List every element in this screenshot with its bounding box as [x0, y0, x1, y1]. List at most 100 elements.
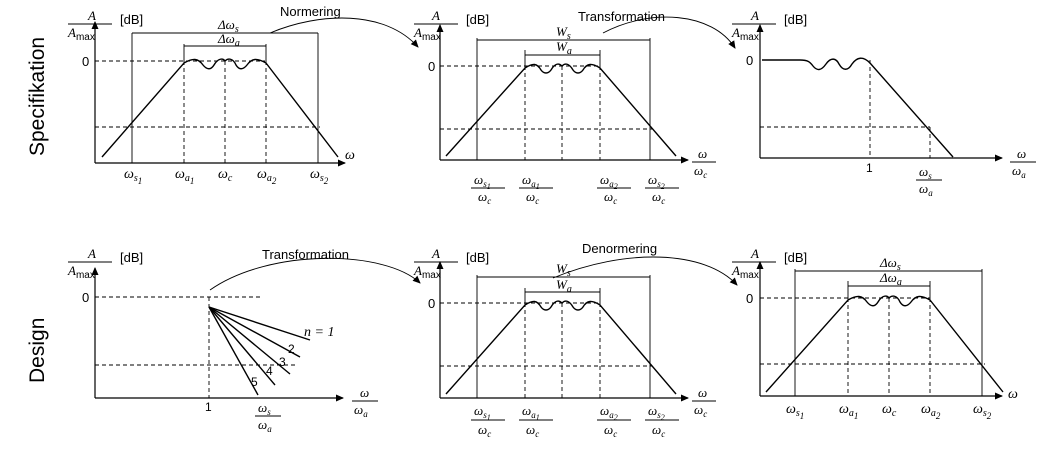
svg-text:ωs2: ωs2	[973, 402, 992, 421]
svg-text:ωa2: ωa2	[257, 167, 277, 186]
x-axis-label: ω ωc	[692, 146, 716, 180]
Ws-label: Ws	[556, 261, 571, 279]
y-axis-label: A Amax [dB]	[67, 246, 143, 281]
bandpass-response-curve	[101, 58, 339, 158]
svg-text:A: A	[750, 246, 759, 261]
svg-text:[dB]: [dB]	[784, 250, 807, 265]
row-label-specifikation: Specifikation	[26, 37, 49, 156]
zero-db-tick: 0	[428, 296, 435, 311]
svg-text:Amax: Amax	[67, 263, 95, 281]
arrow-normering: Normering	[269, 4, 419, 48]
svg-text:Amax: Amax	[731, 25, 759, 43]
svg-text:ω: ω	[360, 385, 369, 400]
svg-text:Amax: Amax	[413, 263, 441, 281]
svg-text:ωc: ωc	[526, 422, 539, 439]
svg-text:A: A	[87, 8, 96, 23]
svg-text:[dB]: [dB]	[466, 12, 489, 27]
arrow-transformation-bottom: Transformation	[209, 247, 421, 291]
y-axis-label: A Amax [dB]	[731, 246, 807, 281]
svg-text:ωc: ωc	[526, 189, 539, 206]
svg-text:ωs1: ωs1	[124, 167, 142, 186]
svg-text:ωa2: ωa2	[921, 402, 941, 421]
ws-over-wa-label: ωs ωa	[916, 164, 942, 198]
order-label-n1: n = 1	[304, 325, 334, 340]
normalized-freq-labels: ωs1 ωc ωa1 ωc ωa2 ωc ωs2 ωc	[471, 172, 679, 206]
svg-text:ωa1: ωa1	[522, 403, 540, 422]
freq-labels: ωs1 ωa1 ωc ωa2 ωs2	[124, 167, 329, 186]
svg-text:ωs: ωs	[258, 400, 271, 417]
svg-text:ωs2: ωs2	[648, 403, 665, 422]
order-label-4: 4	[266, 364, 273, 378]
normalized-freq-labels: ωs1 ωc ωa1 ωc ωa2 ωc ωs2 ωc	[471, 403, 679, 439]
svg-text:ωs2: ωs2	[648, 172, 665, 191]
Wa-label: Wa	[556, 277, 572, 295]
x-axis-label: ω ωa	[1010, 146, 1036, 180]
svg-text:[dB]: [dB]	[120, 250, 143, 265]
svg-text:Amax: Amax	[67, 25, 95, 43]
arrow-label-transformation-top: Transformation	[578, 9, 665, 24]
svg-text:[dB]: [dB]	[466, 250, 489, 265]
svg-text:ωa2: ωa2	[600, 403, 618, 422]
svg-text:ωc: ωc	[478, 189, 491, 206]
y-axis-label: A Amax [dB]	[413, 246, 489, 281]
svg-text:ωa2: ωa2	[600, 172, 618, 191]
delta-omega-a-label: Δωa	[217, 31, 240, 49]
svg-text:ωc: ωc	[652, 422, 665, 439]
svg-text:ωa: ωa	[354, 402, 368, 419]
arrow-denormering: Denormering	[552, 241, 738, 286]
svg-text:ωs1: ωs1	[474, 403, 491, 422]
svg-text:ωa: ωa	[919, 181, 933, 198]
svg-text:ωc: ωc	[218, 167, 233, 184]
zero-db-tick: 0	[746, 53, 753, 68]
Ws-label: Ws	[556, 24, 571, 42]
x-axis-label: ω	[345, 148, 355, 163]
zero-db-tick: 0	[82, 54, 89, 69]
x-axis-label: ω	[1008, 387, 1018, 402]
svg-text:ωa1: ωa1	[839, 402, 858, 421]
delta-omega-s-label: Δωs	[217, 17, 239, 35]
panel-spec-lowpass: A Amax [dB] ω ωa 0 1 ωs ωa	[731, 8, 1036, 198]
svg-text:A: A	[87, 246, 96, 261]
svg-text:[dB]: [dB]	[120, 12, 143, 27]
delta-omega-a-label: Δωa	[879, 270, 902, 288]
svg-text:ωc: ωc	[604, 422, 617, 439]
svg-text:A: A	[431, 246, 440, 261]
svg-text:ωc: ωc	[604, 189, 617, 206]
svg-text:ω: ω	[698, 385, 707, 400]
svg-text:ωc: ωc	[882, 402, 897, 419]
panel-spec-normalized: A Amax [dB] ω ωc 0 Ws Wa ωs1	[413, 8, 716, 206]
svg-text:ωa1: ωa1	[522, 172, 540, 191]
arrow-label-normering: Normering	[280, 4, 341, 19]
svg-text:ω: ω	[698, 146, 707, 161]
zero-db-tick: 0	[428, 59, 435, 74]
y-axis-label: A Amax [dB]	[413, 8, 489, 43]
svg-text:ωs: ωs	[919, 164, 932, 181]
freq-labels: ωs1 ωa1 ωc ωa2 ωs2	[786, 402, 992, 421]
svg-text:ωc: ωc	[478, 422, 491, 439]
svg-text:ωa1: ωa1	[175, 167, 194, 186]
arrow-label-denormering: Denormering	[582, 241, 657, 256]
x-axis-label: ω ωa	[352, 385, 378, 419]
panel-spec-bandpass: A Amax [dB] ω 0 Δωs Δωa ωs1 ωa1 ωc ωa2 ω…	[67, 8, 355, 186]
svg-text:ωc: ωc	[694, 402, 707, 419]
arrow-label-transformation-bottom: Transformation	[262, 247, 349, 262]
x-axis-label: ω ωc	[692, 385, 716, 419]
y-axis-label: A Amax [dB]	[731, 8, 807, 43]
panel-design-bandpass: A Amax [dB] ω 0 Δωs Δωa ωs1 ωa1 ωc ωa2 ω…	[731, 246, 1018, 421]
bandpass-design-curve	[765, 295, 1004, 393]
svg-text:ωs1: ωs1	[474, 172, 491, 191]
svg-text:[dB]: [dB]	[784, 12, 807, 27]
normalized-design-curve	[445, 300, 677, 395]
order-label-5: 5	[251, 375, 258, 389]
svg-text:ωs1: ωs1	[786, 402, 804, 421]
tick-one: 1	[866, 161, 873, 175]
tick-one: 1	[205, 400, 212, 414]
svg-text:ωc: ωc	[694, 163, 707, 180]
zero-db-tick: 0	[746, 291, 753, 306]
svg-text:A: A	[431, 8, 440, 23]
panel-design-normalized: A Amax [dB] ω ωc 0 Ws Wa ωs1	[413, 246, 716, 439]
row-label-design: Design	[26, 318, 49, 383]
svg-text:ωa: ωa	[1012, 163, 1026, 180]
svg-text:ωs2: ωs2	[310, 167, 329, 186]
